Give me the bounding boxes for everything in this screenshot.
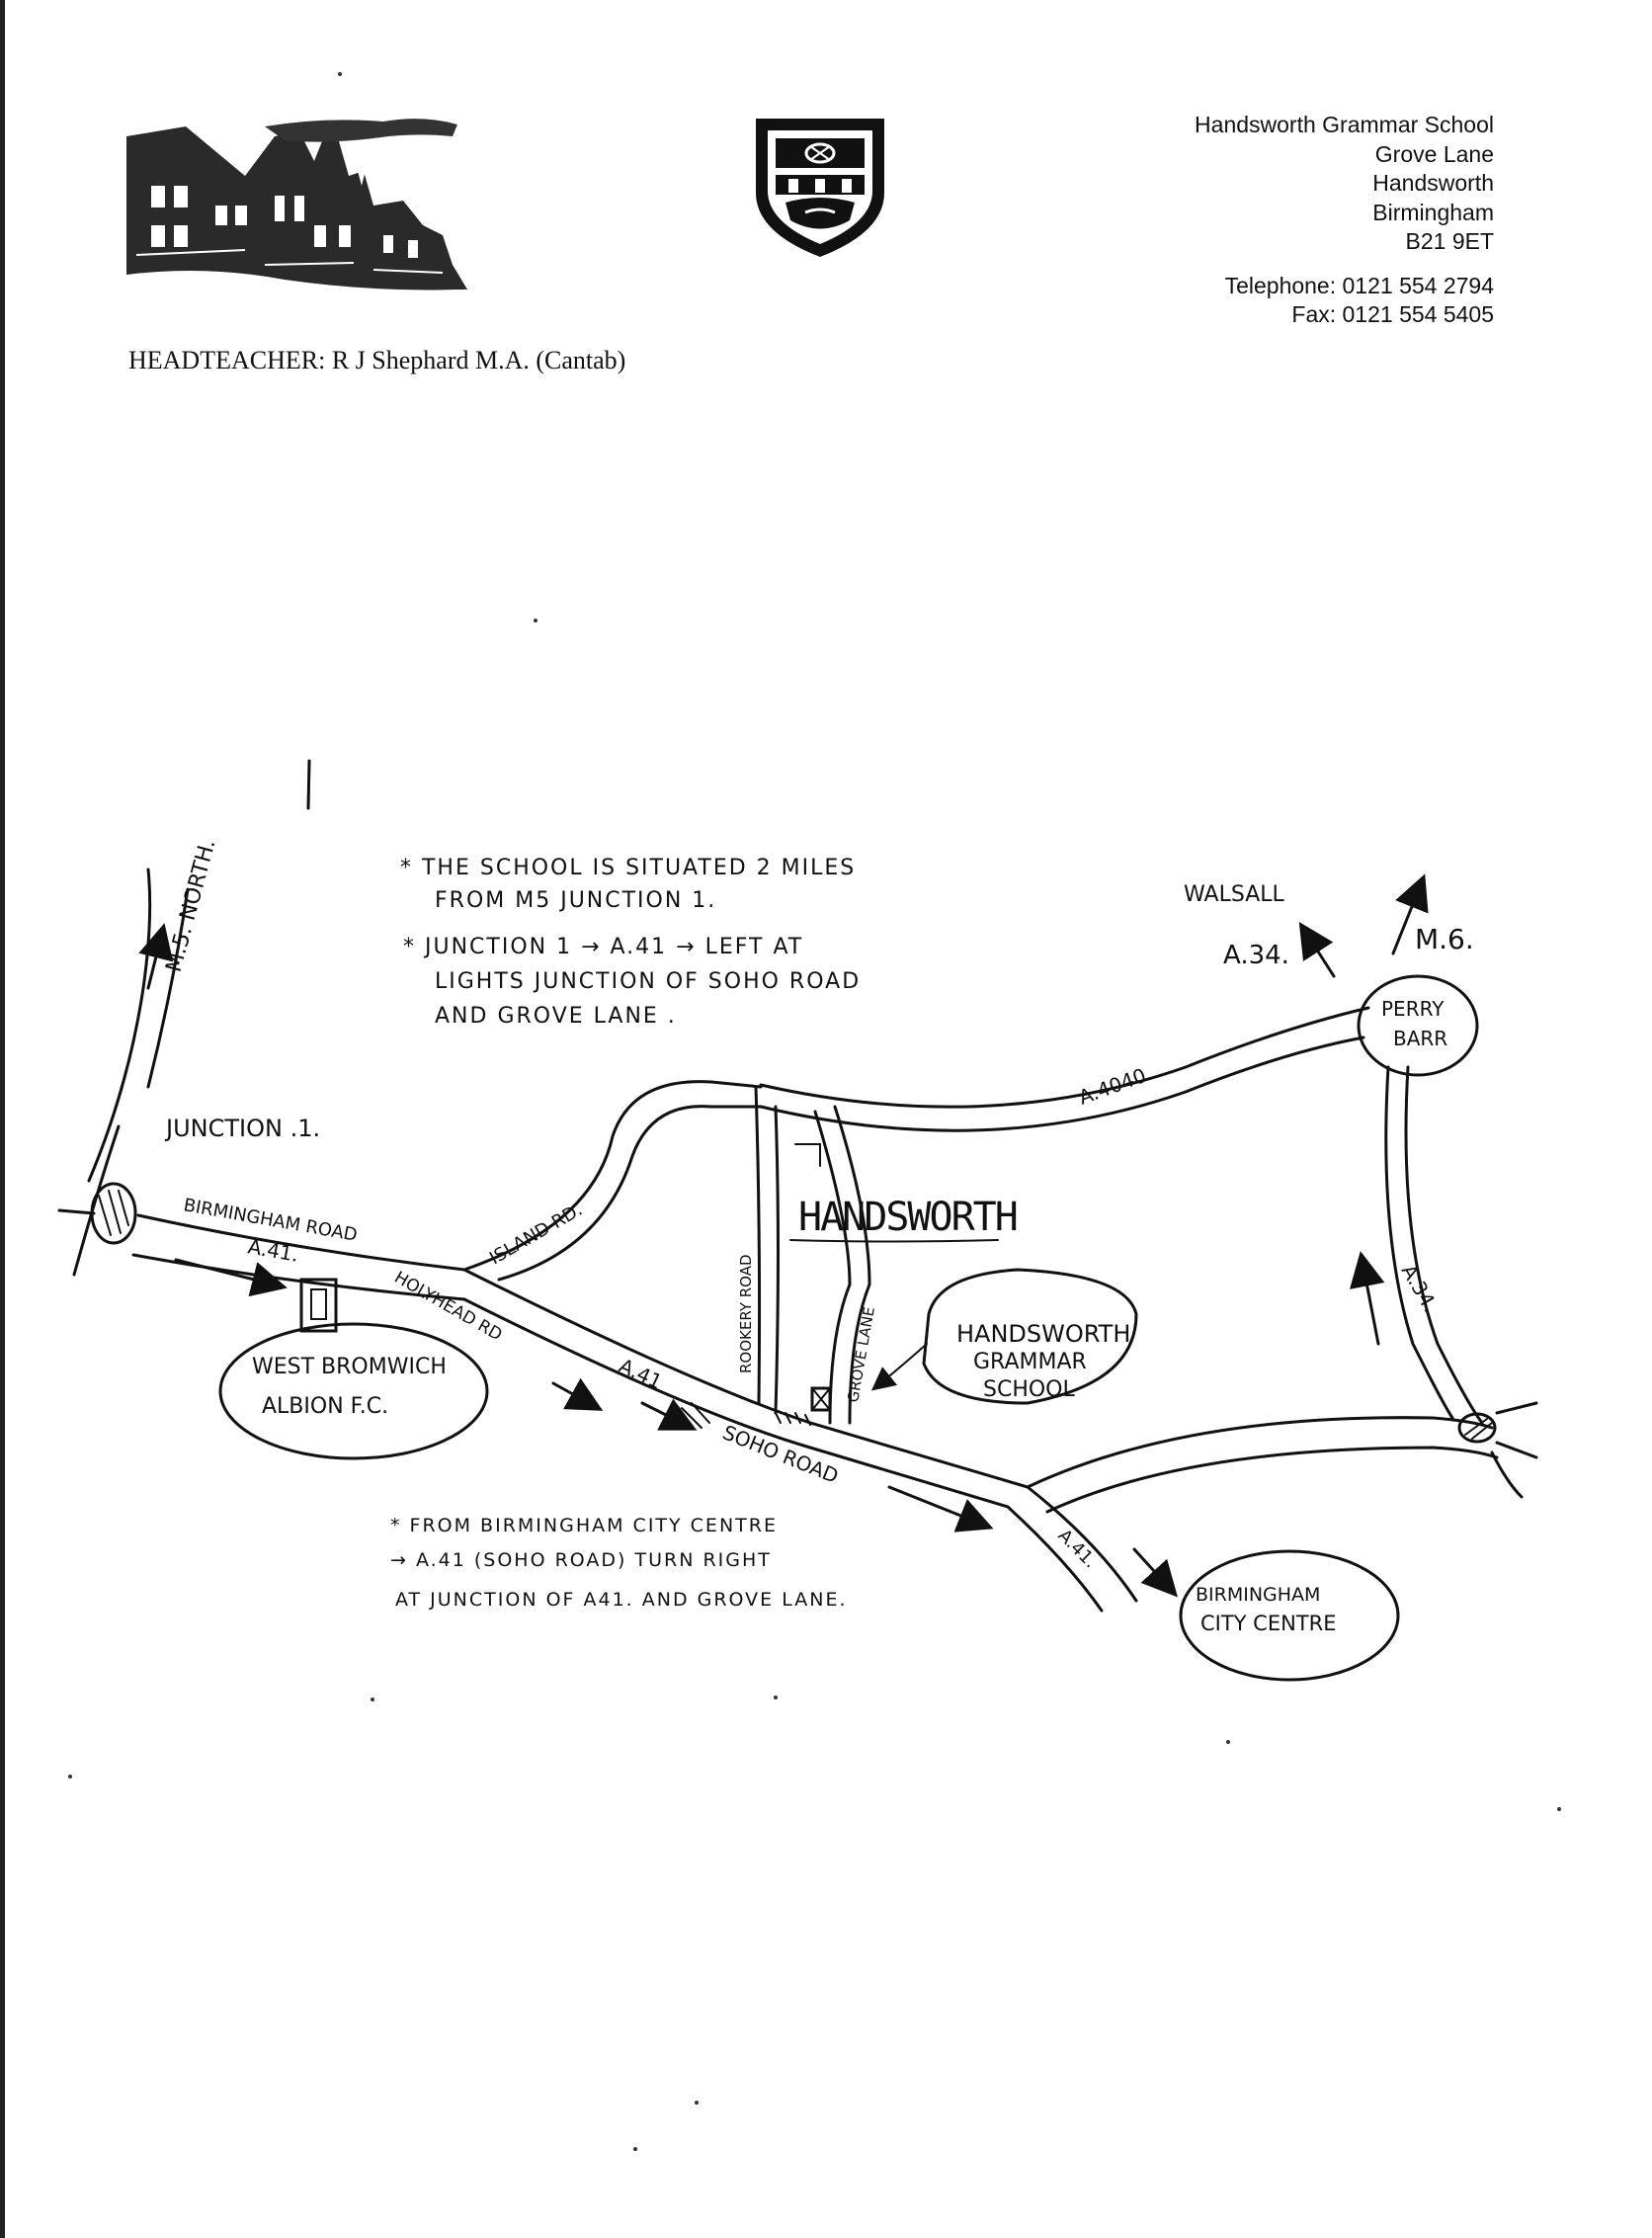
birmingham-road-edge [136, 1213, 466, 1272]
birmingham-road-edge [131, 1253, 466, 1301]
telephone: Telephone: 0121 554 2794 [1224, 273, 1494, 298]
address-line: B21 9ET [1405, 228, 1495, 254]
note-top-line: LIGHTS JUNCTION OF SOHO ROAD [435, 969, 861, 994]
a4040-road-edge [759, 1006, 1370, 1109]
roundabout [1457, 1412, 1497, 1444]
school-oval [922, 1268, 1138, 1405]
rookery-road-edge [774, 1105, 780, 1415]
island-road-edge [497, 1105, 763, 1282]
school-address: Handsworth Grammar School Grove Lane Han… [1195, 111, 1494, 257]
junction-hatch [775, 1412, 811, 1426]
headteacher-line: HEADTEACHER: R J Shephard M.A. (Cantab) [128, 346, 626, 374]
stadium-pitch [310, 1288, 327, 1320]
note-top-line: * JUNCTION 1 → A.41 → LEFT AT [403, 935, 803, 959]
city-centre-oval [1179, 1549, 1400, 1682]
road-edge [57, 1208, 96, 1215]
walsall-arrow [1298, 921, 1336, 978]
perry-barr-label: PERRY [1381, 997, 1445, 1021]
handsworth-underline [789, 1239, 999, 1243]
note-top-line: AND GROVE LANE . [435, 1004, 677, 1029]
west-bromwich-oval [218, 1322, 489, 1460]
contact-details: Telephone: 0121 554 2794 Fax: 0121 554 5… [1225, 272, 1494, 329]
note-bottom-line: → A.41 (SOHO ROAD) TURN RIGHT [390, 1549, 772, 1571]
school-label: SCHOOL [983, 1377, 1076, 1402]
roundabout-hatch [98, 1190, 129, 1236]
city-centre-label: CITY CENTRE [1200, 1612, 1337, 1635]
handsworth-label: HANDSWORTH [798, 1195, 1017, 1240]
m6-arrow [1391, 873, 1429, 955]
note-top-line: * THE SCHOOL IS SITUATED 2 MILES [400, 856, 856, 880]
west-bromwich-label: WEST BROMWICH [252, 1355, 447, 1379]
stadium-icon [299, 1278, 338, 1333]
a41-label: A.41 [616, 1354, 666, 1394]
address-line: Grove Lane [1374, 140, 1494, 167]
a34-road-edge [1404, 1065, 1484, 1425]
city-centre-label: BIRMINGHAM [1196, 1584, 1320, 1606]
route-arrow [551, 1377, 604, 1411]
address-line: Handsworth Grammar School [1195, 112, 1494, 137]
m5-north-label: M.5. NORTH. [162, 837, 221, 975]
school-building-sketch [126, 119, 467, 299]
a4040-label: A.4040. [1076, 1061, 1156, 1110]
a34-label: A.34. [1223, 941, 1289, 970]
m6-label: M.6. [1415, 923, 1474, 955]
grove-lane-edge [833, 1105, 871, 1425]
holyhead-rd-label: HOLYHEAD RD [391, 1268, 506, 1345]
walsall-label: WALSALL [1184, 882, 1285, 907]
rookery-road-label: ROOKERY ROAD [737, 1254, 755, 1373]
label-tick [794, 1143, 821, 1167]
m5-road-edge [87, 868, 152, 1183]
address-line: Birmingham [1372, 199, 1494, 225]
school-crest-icon [756, 119, 884, 257]
grove-lane-label: GROVE LANE [844, 1305, 878, 1403]
note-top-line: FROM M5 JUNCTION 1. [435, 888, 716, 913]
a41-label: A.41. [246, 1234, 300, 1267]
perry-barr-oval [1357, 974, 1479, 1077]
junction-1-label: JUNCTION .1. [164, 1115, 320, 1142]
school-marker-icon [810, 1386, 832, 1412]
north-arrow [138, 923, 174, 990]
page-edge [0, 0, 5, 2238]
grove-lane-edge [813, 1110, 852, 1425]
soho-road-edge [462, 1297, 1104, 1613]
note-bottom-line: AT JUNCTION OF A41. AND GROVE LANE. [395, 1589, 848, 1611]
fax: Fax: 0121 554 5405 [1291, 301, 1494, 327]
stray-mark [306, 759, 311, 810]
route-arrow [887, 1485, 994, 1533]
road-edge [1026, 1416, 1494, 1489]
soho-road-label: SOHO ROAD [719, 1420, 842, 1488]
road-edge [1045, 1446, 1499, 1514]
address-line: Handsworth [1372, 170, 1494, 196]
note-bottom-line: * FROM BIRMINGHAM CITY CENTRE [390, 1515, 778, 1536]
m5-road-edge [146, 887, 190, 1089]
island-rd-label: ISLAND RD. [486, 1200, 586, 1269]
roundabout-hatch [1464, 1418, 1493, 1440]
rookery-road-edge [754, 1085, 762, 1405]
school-label: GRAMMAR [973, 1350, 1087, 1374]
road-edge [1490, 1401, 1538, 1499]
route-arrow [1350, 1251, 1385, 1346]
route-arrow [174, 1258, 288, 1297]
junction-hatch [681, 1402, 710, 1429]
school-callout-line [870, 1343, 928, 1391]
soho-road-edge [462, 1268, 1138, 1603]
school-marker-cross [811, 1387, 831, 1411]
west-bromwich-label: ALBION F.C. [262, 1394, 388, 1419]
junction-1-roundabout [90, 1182, 137, 1245]
perry-barr-label: BARR [1393, 1027, 1447, 1050]
island-road-edge [462, 1080, 763, 1272]
route-arrow [640, 1398, 698, 1431]
school-label: HANDSWORTH [956, 1320, 1130, 1348]
a4040-road-edge [759, 1036, 1365, 1132]
a34-road-edge [1384, 1065, 1454, 1420]
city-centre-arrow [1132, 1547, 1179, 1598]
